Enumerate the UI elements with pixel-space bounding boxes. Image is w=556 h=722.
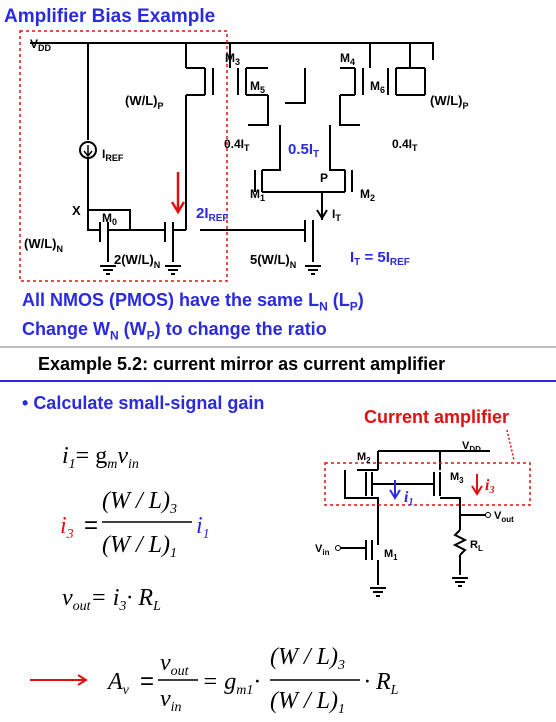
i-mid-label: 0.5IT [288,141,319,160]
m6-label: M6 [370,79,385,95]
vdd-label: VDD [30,37,52,53]
statement-same-length: All NMOS (PMOS) have the same LN (LP) [22,290,364,314]
page-title: Amplifier Bias Example [4,6,216,27]
eq4-frac1-den: vin [160,686,182,715]
eq2-denominator: (W / L)1 [102,532,177,561]
five-wln-label: 5(W/L)N [250,252,296,270]
wlp-left-label: (W/L)P [125,93,164,111]
example-underline [0,380,556,382]
m4-label: M4 [340,51,355,67]
statement-change-width: Change WN (WP) to change the ratio [22,319,327,343]
eq4-rl: · RL [364,669,399,698]
example-divider-top [0,346,556,348]
m1-label: M1 [250,187,265,203]
eq2-tail: i1 [196,513,210,542]
it-equation: IT = 5IREF [350,249,410,268]
m3-label: M3 [225,51,240,67]
eq3-output-voltage: vout= i3· RL [62,585,161,614]
eq4-gm: = gm1· [202,669,261,698]
eq2-equals: = [84,512,98,539]
bullet-dot: • [22,393,34,413]
two-wln-label: 2(W/L)N [114,252,160,270]
ca-i3-label: i3 [485,477,494,496]
wln-label: (W/L)N [24,236,63,254]
ca-m3-label: M3 [450,471,464,485]
ca-vout-label: Vout [494,510,514,524]
ca-m1-label: M1 [384,548,398,562]
eq1-small-signal-current: i1= gmvin [62,443,139,472]
eq4-frac2-den: (W / L)1 [270,688,345,717]
eq2-numerator: (W / L)3 [102,488,177,517]
m5-label: M5 [250,79,265,95]
i-right-label: 0.4IT [392,137,418,153]
ca-i1-label: i1 [404,489,413,508]
i-left-label: 0.4IT [224,137,250,153]
example-title: Example 5.2: current mirror as current a… [38,354,446,374]
m0-label: M0 [102,211,117,227]
it-label: IT [332,207,341,223]
x-node-label: X [72,203,81,218]
wlp-right-label: (W/L)P [430,93,469,111]
ca-vdd-label: VDD [462,440,481,454]
ca-vin-label: Vin [315,543,330,557]
result-arrow [30,674,88,686]
eq2-lhs: i3 [60,513,74,542]
p-node-label: P [320,171,328,185]
m2-label: M2 [360,187,375,203]
bullet-small-signal: • Calculate small-signal gain [22,393,265,413]
eq4-frac1-num: vout [160,650,190,679]
eq4-frac2-num: (W / L)3 [270,644,345,673]
eq4-equals: = [140,668,154,695]
amplifier-bias-schematic: VDD M3 M4 M5 M6 (W/L)P (W/L)P IREF 0.4IT… [19,30,469,282]
ca-m2-label: M2 [357,451,371,465]
ca-rl-label: RL [470,539,483,553]
iref-label: IREF [102,147,124,163]
eq4-gain: Av [106,669,130,698]
current-amplifier-label: Current amplifier [364,407,510,427]
two-iref-label: 2IREF [196,205,229,224]
